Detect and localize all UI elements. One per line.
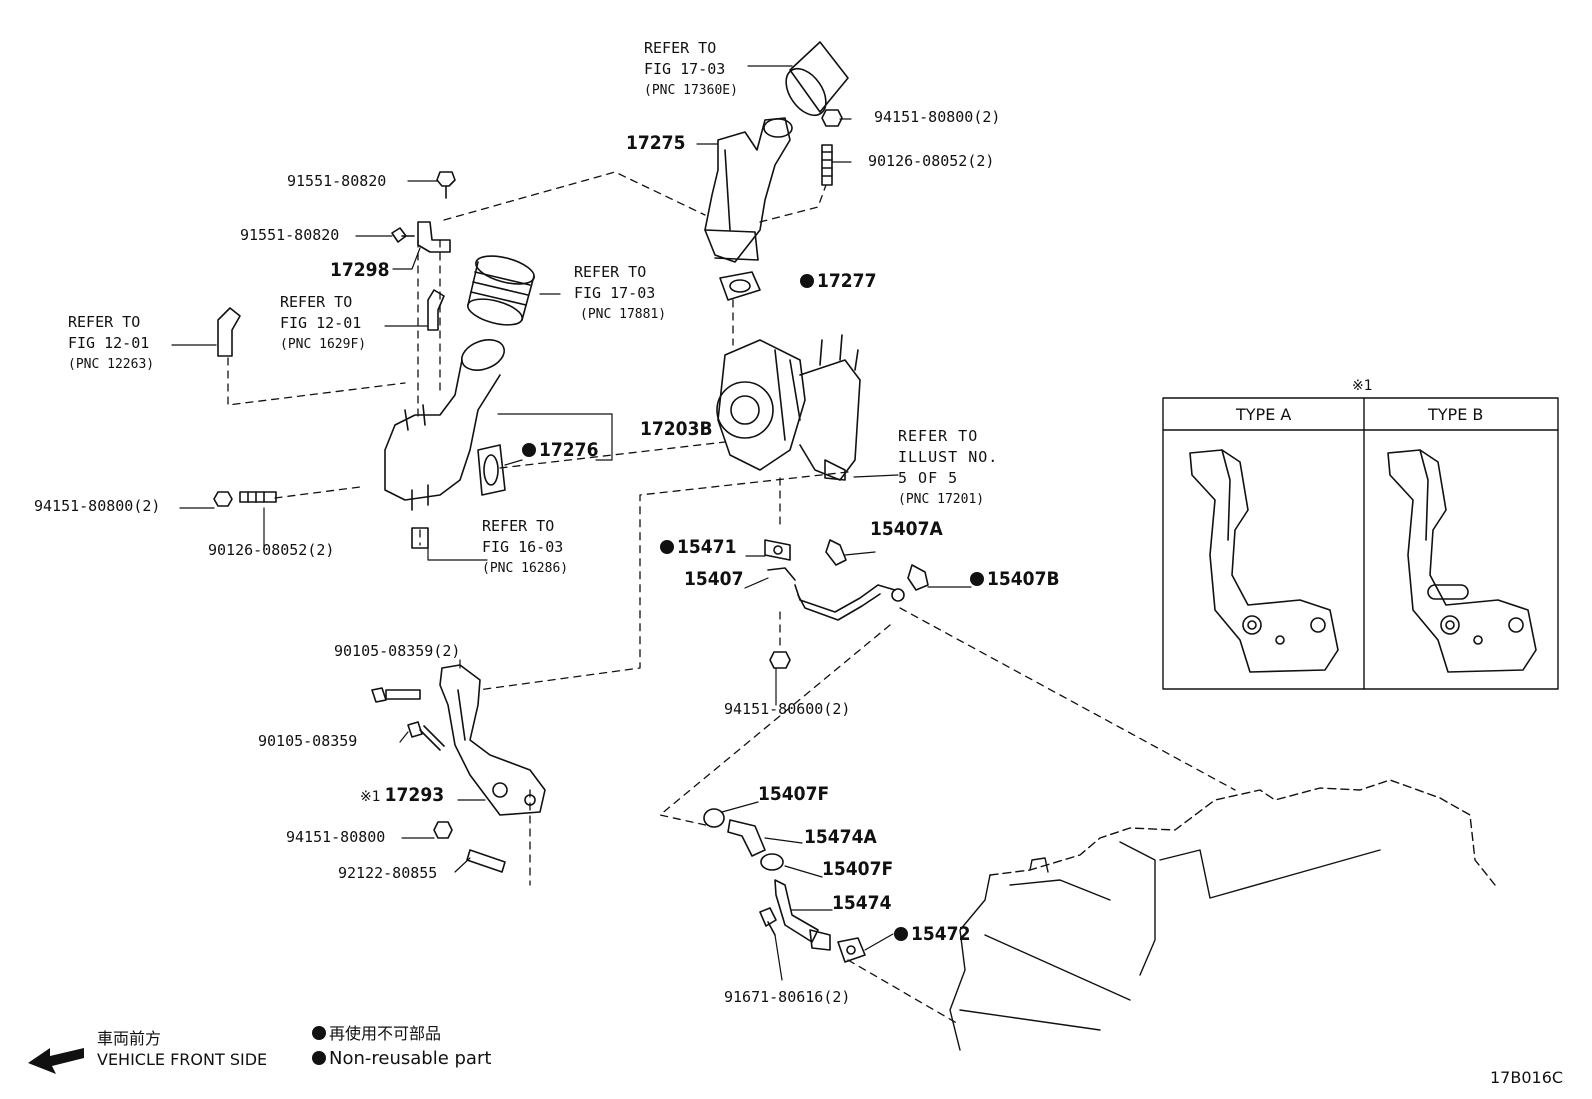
assembly-dashed-lines	[227, 171, 1236, 1026]
label-15407F-upper[interactable]: 15407F	[758, 783, 830, 805]
legend-nonreuse-jp: 再使用不可部品	[312, 1026, 441, 1042]
label-15474[interactable]: 15474	[832, 892, 892, 914]
part-17276-gasket	[477, 444, 506, 496]
oil-pipe-15407	[767, 567, 905, 621]
part-17277-gasket	[719, 271, 761, 301]
hose-15474A	[727, 819, 766, 857]
engine-block	[949, 779, 1496, 1051]
non-reusable-icon	[312, 1051, 326, 1065]
figure-code: 17B016C	[1490, 1068, 1564, 1087]
inset-type-b-label: TYPE B	[1428, 405, 1484, 424]
non-reusable-icon	[970, 572, 984, 586]
bolt-91551-upper	[436, 171, 456, 199]
label-94151-80800-2-top[interactable]: 94151-80800(2)	[874, 108, 1001, 126]
non-reusable-icon	[800, 274, 814, 288]
label-17276[interactable]: 17276	[522, 441, 598, 460]
bolt-15407A	[825, 539, 847, 566]
refer-12263[interactable]: REFER TO FIG 12-01 (PNC 12263)	[68, 313, 155, 372]
label-91671-80616-2[interactable]: 91671-80616(2)	[724, 988, 851, 1006]
label-15407F-lower[interactable]: 15407F	[822, 858, 894, 880]
hose-1629F	[427, 289, 445, 331]
nut-94151-left	[213, 491, 233, 507]
non-reusable-icon	[312, 1026, 326, 1040]
label-92122-80855[interactable]: 92122-80855	[338, 864, 438, 882]
leader-lines	[171, 65, 972, 981]
nut-94151-80800	[433, 821, 453, 839]
turbocharger	[716, 334, 861, 481]
bolt-91671	[759, 907, 777, 936]
legend-front-jp: 車両前方	[97, 1029, 162, 1048]
vehicle-front-arrow-icon	[28, 1048, 84, 1074]
pipe-15474	[774, 879, 831, 951]
label-15407[interactable]: 15407	[684, 568, 744, 590]
non-reusable-icon	[522, 443, 536, 457]
bolt-90105-08359-2	[371, 687, 421, 703]
inset-type-a-label: TYPE A	[1236, 405, 1292, 424]
label-15407B[interactable]: 15407B	[970, 570, 1060, 589]
label-15474A[interactable]: 15474A	[804, 826, 877, 848]
label-94151-80600-2[interactable]: 94151-80600(2)	[724, 700, 851, 718]
nut-94151-80600	[769, 651, 791, 669]
non-reusable-icon	[894, 927, 908, 941]
label-17275[interactable]: 17275	[626, 132, 686, 154]
stud-92122	[466, 849, 506, 873]
hose-17881	[467, 255, 535, 326]
label-15471[interactable]: 15471	[660, 538, 736, 557]
label-15407A[interactable]: 15407A	[870, 518, 943, 540]
label-90105-08359[interactable]: 90105-08359	[258, 732, 358, 750]
label-90126-08052-2-left[interactable]: 90126-08052(2)	[208, 541, 335, 559]
label-15472[interactable]: 15472	[894, 925, 970, 944]
hose-12263	[217, 307, 241, 357]
label-17277[interactable]: 17277	[800, 272, 876, 291]
non-reusable-icon	[660, 540, 674, 554]
inset-box	[1162, 397, 1559, 690]
label-94151-80800[interactable]: 94151-80800	[286, 828, 386, 846]
part-17203B-housing	[384, 339, 506, 511]
part-17275-elbow	[704, 117, 793, 263]
label-91551-80820-upper[interactable]: 91551-80820	[287, 172, 387, 190]
legend-front-en: VEHICLE FRONT SIDE	[97, 1050, 268, 1069]
nut-94151-top	[821, 109, 843, 127]
refer-17201[interactable]: REFER TO ILLUST NO. 5 OF 5 (PNC 17201)	[898, 427, 999, 507]
gasket-15471	[764, 539, 791, 561]
bracket-17293	[439, 664, 546, 816]
inset-bracket-type-b	[1387, 449, 1537, 673]
label-91551-80820-lower[interactable]: 91551-80820	[240, 226, 340, 244]
label-90105-08359-2[interactable]: 90105-08359(2)	[334, 642, 461, 660]
stud-90126-top	[821, 144, 833, 186]
refer-1629F[interactable]: REFER TO FIG 12-01 (PNC 1629F)	[280, 293, 367, 352]
label-17203B[interactable]: 17203B	[640, 418, 713, 440]
inset-mark: ※1	[1352, 378, 1373, 394]
refer-17360E[interactable]: REFER TO FIG 17-03 (PNC 17360E)	[644, 39, 738, 98]
bolt-15407B	[907, 564, 929, 591]
bolt-90105-08359	[407, 721, 445, 751]
bracket-17298	[417, 221, 451, 253]
inset-bracket-type-a	[1189, 449, 1339, 673]
clamp-15407F-lower	[760, 853, 784, 871]
label-90126-08052-2-top[interactable]: 90126-08052(2)	[868, 152, 995, 170]
label-17298[interactable]: 17298	[330, 259, 390, 281]
refer-17881[interactable]: REFER TO FIG 17-03 (PNC 17881)	[574, 263, 667, 322]
refer-16286[interactable]: REFER TO FIG 16-03 (PNC 16286)	[482, 517, 569, 576]
label-94151-80800-2-left[interactable]: 94151-80800(2)	[34, 497, 161, 515]
gasket-15472	[837, 937, 866, 963]
intake-pipe-top	[785, 41, 849, 116]
legend-nonreuse-en: Non-reusable part	[312, 1050, 491, 1068]
bolt-91551-lower	[391, 227, 415, 243]
clamp-15407F-upper	[703, 808, 725, 828]
stud-90126-left	[239, 491, 277, 503]
